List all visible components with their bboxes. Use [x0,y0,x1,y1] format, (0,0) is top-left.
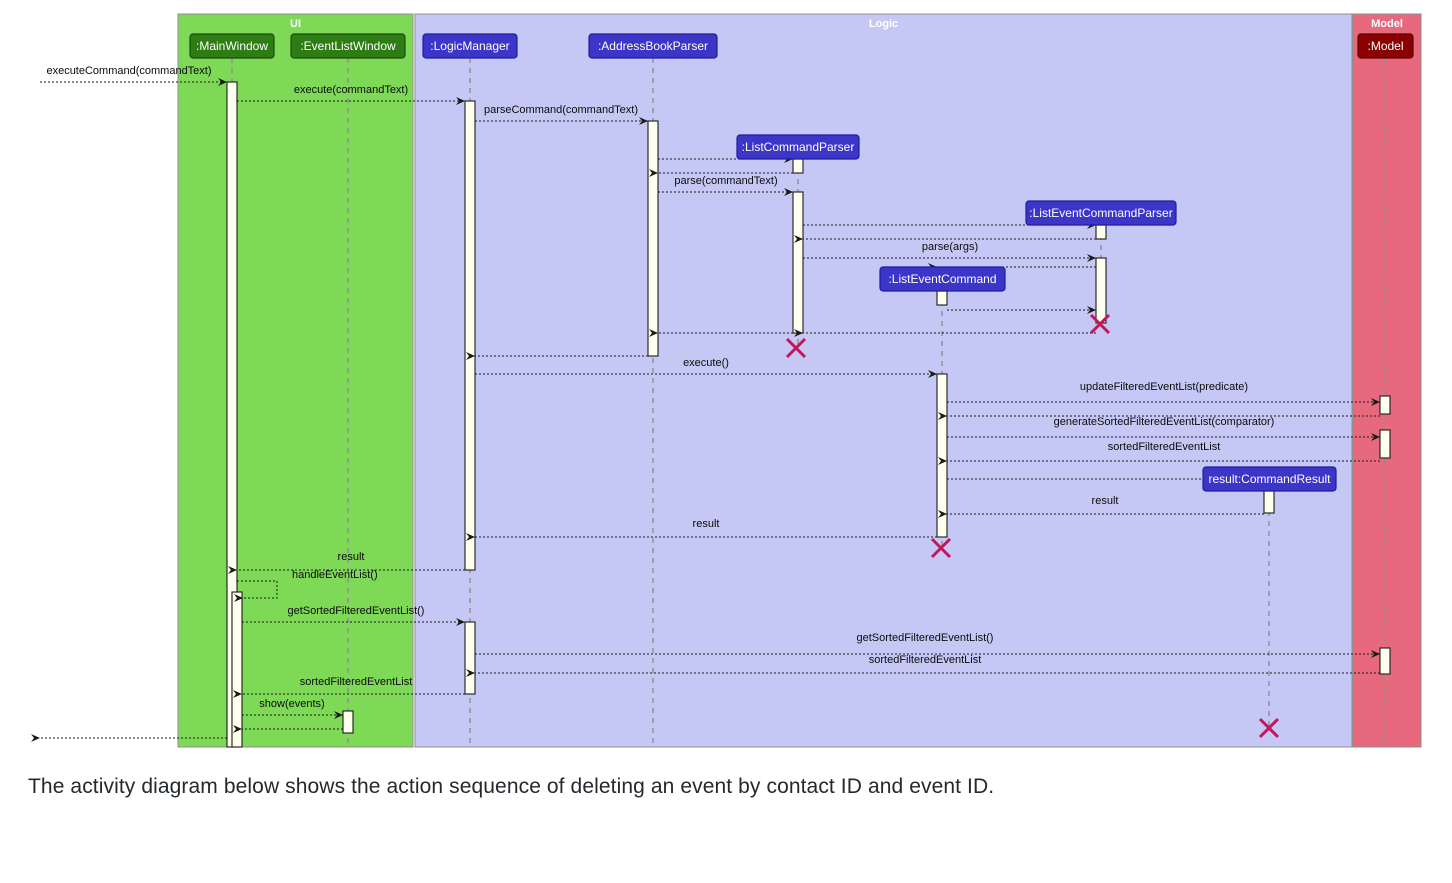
participant-label: result:CommandResult [1208,472,1331,486]
message-m16: updateFilteredEventList(predicate) [947,381,1380,406]
participant-mainwindow[interactable]: :MainWindow [189,33,275,59]
destroy-marker-listcommandparser [785,337,807,359]
participant-addressbookparser[interactable]: :AddressBookParser [588,33,718,59]
message-m6: parse(commandText) [658,175,793,196]
message-m25: getSortedFilteredEventList() [242,605,465,626]
participant-box[interactable] [736,134,860,160]
participant-label: :MainWindow [196,39,268,53]
participant-listeventcommandparser[interactable]: :ListEventCommandParser [1025,200,1177,226]
participant-label: :ListEventCommandParser [1029,206,1172,220]
activation-logicmanager [464,621,476,695]
participant-box[interactable] [1357,33,1414,59]
diagram-caption: The activity diagram below shows the act… [28,775,995,798]
message-m2: execute(commandText) [237,84,465,105]
message-m26: getSortedFilteredEventList() [475,632,1380,658]
message-m23: result [228,551,465,574]
participant-eventlistwindow[interactable]: :EventListWindow [290,33,406,59]
participant-label: :EventListWindow [300,39,396,53]
activation-bars [226,81,1391,748]
group-title-model: Model [1371,18,1403,30]
activation-addressbookparser [647,120,659,357]
participant-box[interactable] [1202,466,1337,492]
activation-mainwindow [231,591,243,748]
message-label: result [1092,495,1119,507]
destruction-markers [785,313,1280,739]
message-line-self [234,580,278,602]
message-label: parse(commandText) [674,175,777,187]
participant-boxes: :MainWindow :EventListWindow :LogicManager… [189,33,1414,492]
participant-listeventcommand[interactable]: :ListEventCommand [879,266,1006,292]
activation-commandresult [1263,490,1275,514]
activation-model [1379,647,1391,675]
destroy-marker-commandresult [1258,717,1280,739]
message-m1: executeCommand(commandText) [40,65,227,86]
participant-box[interactable] [189,33,275,59]
message-label: result [338,551,365,563]
message-m27: sortedFilteredEventList [466,654,1380,677]
group-frames: UI Logic Model [177,13,1422,748]
activation-logicmanager [464,100,476,571]
destroy-marker-listeventcommand [930,537,952,559]
group-title-ui: UI [290,18,301,30]
message-m24: handleEventList() [234,569,378,602]
destroy-marker-listeventcommandparser [1089,313,1111,335]
activation-listcommandparser [792,158,804,174]
message-m22: result [466,518,937,541]
group-frame-model [1352,13,1422,748]
message-label: result [693,518,720,530]
message-m21: result [938,495,1264,518]
participant-box[interactable] [1025,200,1177,226]
participant-box[interactable] [422,33,518,59]
message-label: getSortedFilteredEventList() [857,632,994,644]
participant-label: :Model [1367,39,1403,53]
message-m18: generateSortedFilteredEventList(comparat… [947,416,1380,441]
message-label: generateSortedFilteredEventList(comparat… [1054,416,1275,428]
activation-listcommandparser [792,191,804,334]
message-label: show(events) [259,698,324,710]
message-m9: parse(args) [803,241,1096,262]
message-m15: execute() [475,357,937,378]
activation-listeventcommand [936,290,948,306]
message-label: parse(args) [922,241,978,253]
sequence-diagram: UI Logic Model executeCommand(commandText)… [31,13,1422,748]
message-label: sortedFilteredEventList [869,654,982,666]
activation-model [1379,429,1391,459]
participant-logicmanager[interactable]: :LogicManager [422,33,518,59]
message-label: updateFilteredEventList(predicate) [1080,381,1248,393]
message-label: parseCommand(commandText) [484,104,638,116]
message-label: execute() [683,357,729,369]
message-m3: parseCommand(commandText) [475,104,648,125]
message-label: sortedFilteredEventList [1108,441,1221,453]
activation-eventlistwindow [342,710,354,734]
activation-listeventcommand [936,373,948,538]
message-m19: sortedFilteredEventList [938,441,1380,465]
group-frame-ui [177,13,414,748]
participant-box[interactable] [588,33,718,59]
group-title-logic: Logic [869,18,898,30]
participant-label: :ListCommandParser [742,140,855,154]
participant-box[interactable] [879,266,1006,292]
participant-listcommandparser[interactable]: :ListCommandParser [736,134,860,160]
participant-commandresult[interactable]: result:CommandResult [1202,466,1337,492]
participant-model[interactable]: :Model [1357,33,1414,59]
participant-label: :LogicManager [430,39,509,53]
participant-box[interactable] [290,33,406,59]
message-m28: sortedFilteredEventList [233,676,465,698]
group-frame-logic [414,13,1353,748]
activation-listeventcommandparser [1095,257,1107,324]
activation-listeventcommandparser [1095,224,1107,240]
message-label: handleEventList() [292,569,378,581]
participant-label: :AddressBookParser [598,39,708,53]
participant-label: :ListEventCommand [888,272,996,286]
message-m29: show(events) [242,698,343,719]
message-label: execute(commandText) [294,84,408,96]
message-label: getSortedFilteredEventList() [288,605,425,617]
message-label: sortedFilteredEventList [300,676,413,688]
activation-model [1379,395,1391,415]
message-label: executeCommand(commandText) [46,65,211,77]
